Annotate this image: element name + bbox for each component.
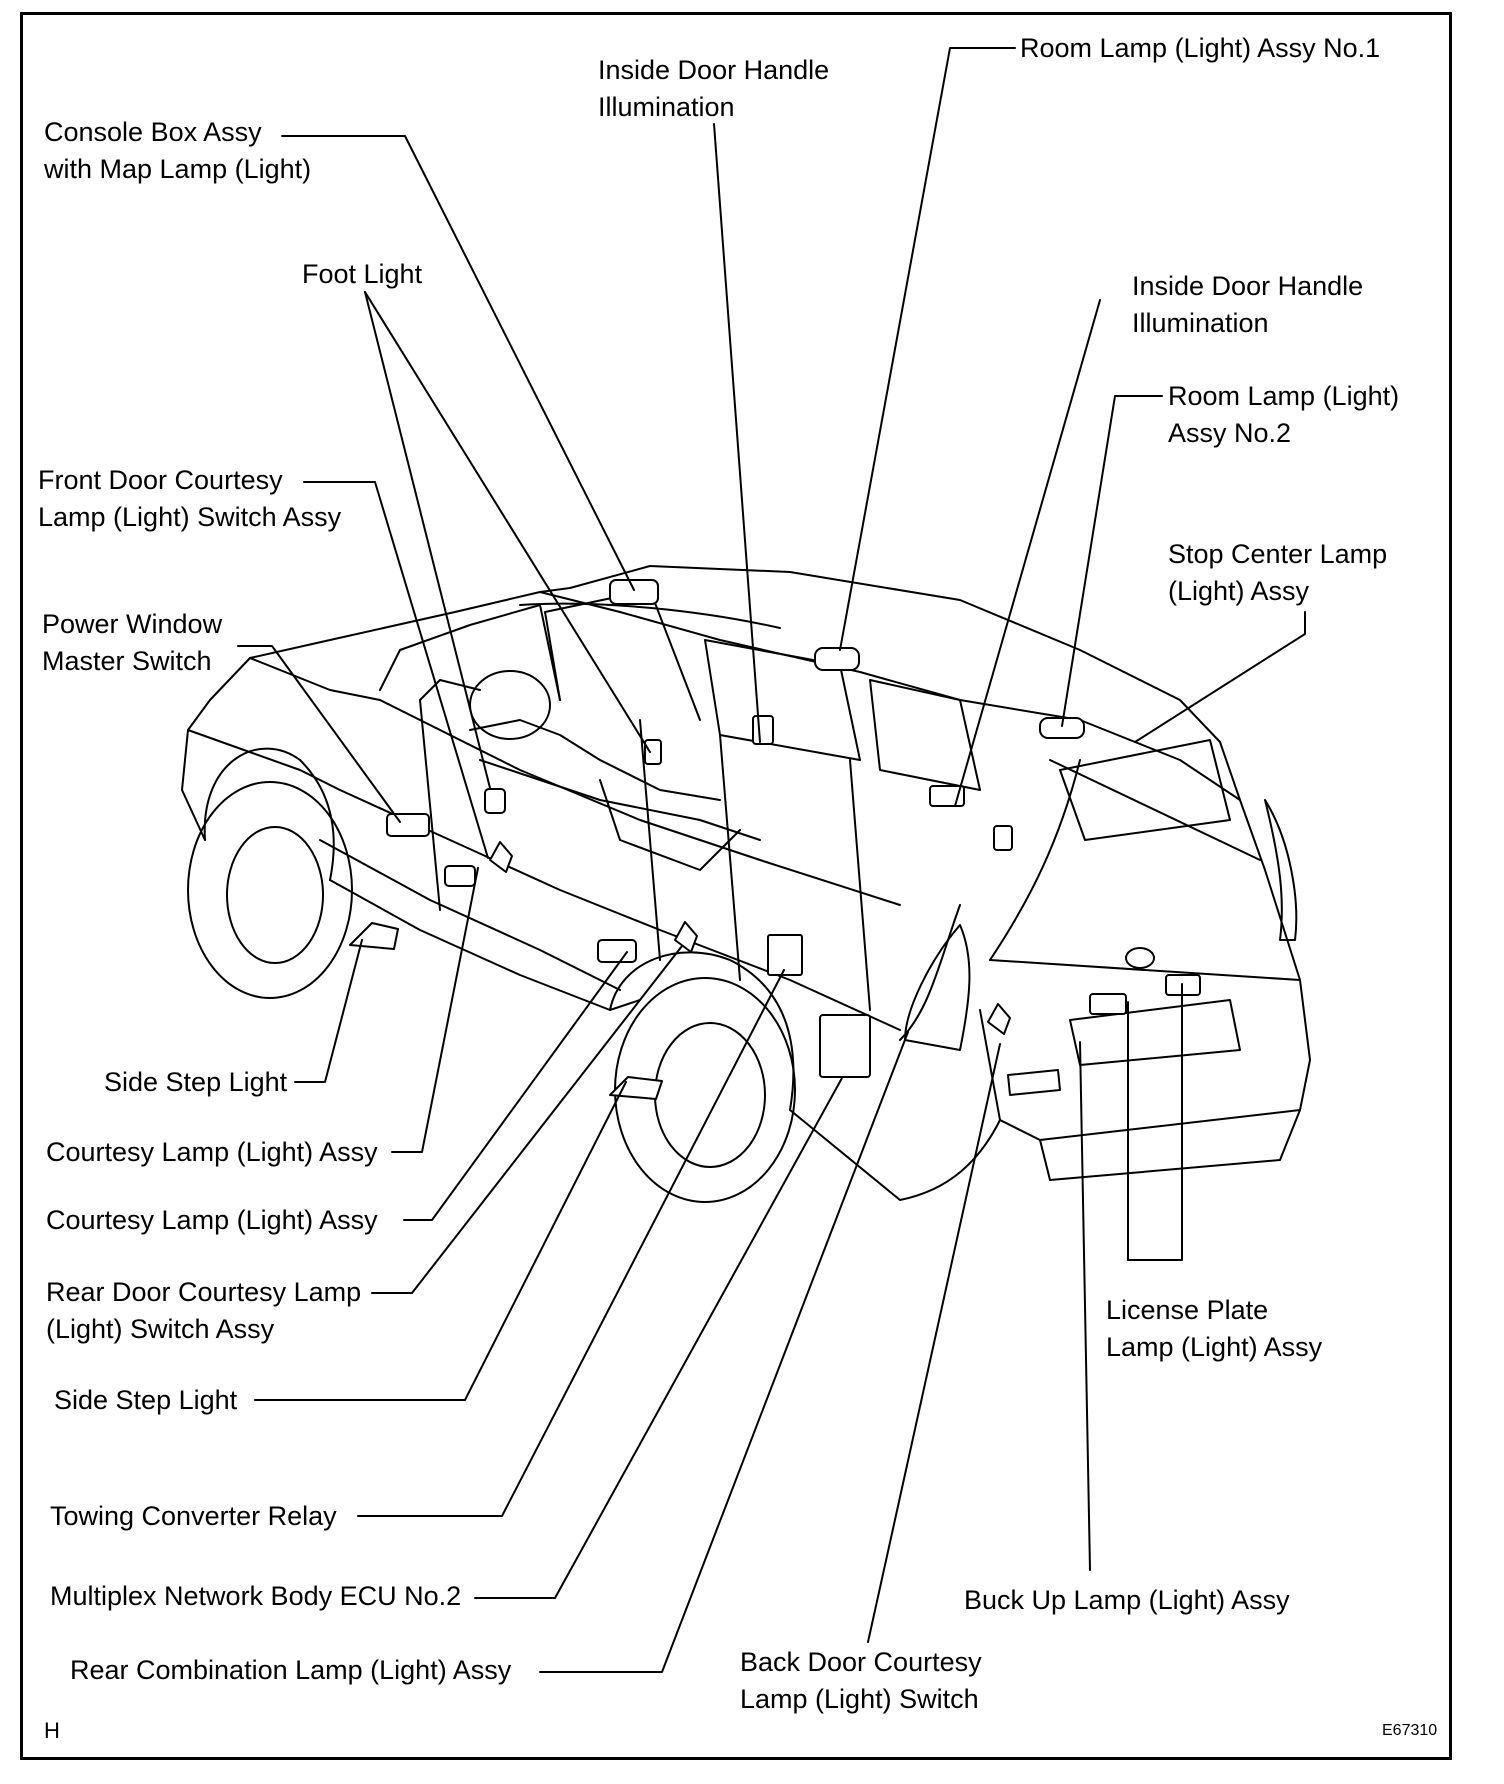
corner-letter: H — [44, 1718, 60, 1743]
label-rear-door-courtesy: Rear Door Courtesy Lamp (Light) Switch A… — [46, 1277, 362, 1344]
label-courtesy-2: Courtesy Lamp (Light) Assy — [46, 1205, 378, 1235]
label-room-lamp-1: Room Lamp (Light) Assy No.1 — [1020, 33, 1381, 63]
label-side-step-2: Side Step Light — [54, 1385, 238, 1415]
label-stop-center-lamp: Stop Center Lamp (Light) Assy — [1168, 539, 1388, 606]
figure-code: E67310 — [1382, 1722, 1438, 1739]
label-license-plate-lamp: License Plate Lamp (Light) Assy — [1106, 1295, 1323, 1362]
label-inside-door-handle-1: Inside Door Handle Illumination — [598, 55, 830, 122]
leader-lines — [237, 47, 1306, 1673]
label-rear-combination: Rear Combination Lamp (Light) Assy — [70, 1655, 512, 1685]
label-inside-door-handle-2: Inside Door Handle Illumination — [1132, 271, 1364, 338]
diagram-frame — [20, 12, 1452, 1760]
components — [349, 579, 1201, 1100]
label-side-step-1: Side Step Light — [104, 1067, 288, 1097]
label-power-window: Power Window Master Switch — [42, 609, 223, 676]
label-courtesy-1: Courtesy Lamp (Light) Assy — [46, 1137, 378, 1167]
label-multiplex-ecu: Multiplex Network Body ECU No.2 — [50, 1581, 462, 1611]
label-console-box: Console Box Assy with Map Lamp (Light) — [44, 117, 312, 184]
label-back-up-lamp: Buck Up Lamp (Light) Assy — [964, 1585, 1290, 1615]
label-back-door-courtesy: Back Door Courtesy Lamp (Light) Switch — [740, 1647, 982, 1714]
label-front-door-courtesy: Front Door Courtesy Lamp (Light) Switch … — [38, 465, 342, 532]
label-room-lamp-2: Room Lamp (Light) Assy No.2 — [1168, 381, 1400, 448]
label-towing-relay: Towing Converter Relay — [50, 1501, 337, 1531]
label-foot-light: Foot Light — [302, 259, 423, 289]
vehicle-body — [181, 565, 1311, 1203]
